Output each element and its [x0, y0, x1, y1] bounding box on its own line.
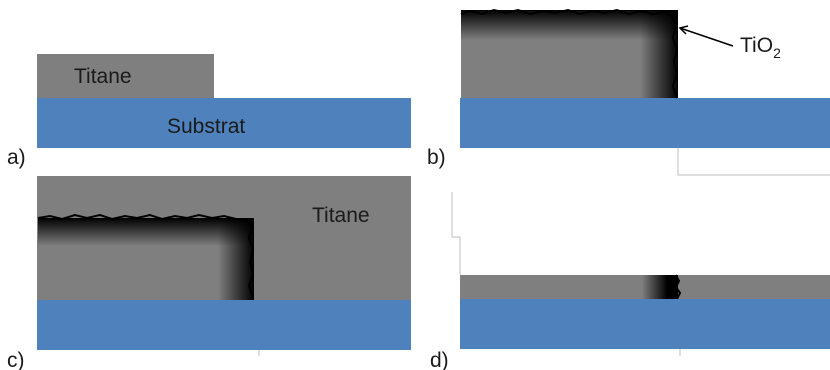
oxidized-titanium-block [460, 8, 679, 99]
substrate-label: Substrat [167, 115, 245, 138]
panel-label-d: d) [430, 349, 449, 370]
substrate-layer [37, 300, 411, 350]
outline-line [451, 192, 461, 275]
titanium-label: Titane [74, 65, 132, 88]
substrate-layer [460, 98, 830, 148]
oxidized-region [37, 213, 255, 300]
oxide-column [642, 275, 678, 299]
panel-b: TiO2 b) [427, 8, 830, 176]
panel-label-a: a) [7, 146, 26, 169]
substrate-layer [460, 299, 830, 349]
titanium-label: Titane [312, 204, 370, 227]
titanium-pad [37, 54, 214, 98]
panel-c: Titane c) [7, 176, 411, 370]
tio2-label: TiO2 [740, 34, 781, 61]
panel-label-c: c) [7, 349, 25, 370]
panel-d: d) [430, 192, 830, 370]
panel-label-b: b) [427, 146, 446, 169]
panel-a: Titane Substrat a) [7, 54, 411, 169]
annotation-arrow [679, 27, 734, 47]
substrate-layer [37, 98, 411, 148]
outline-line [677, 148, 830, 176]
arrow-head [678, 25, 689, 35]
